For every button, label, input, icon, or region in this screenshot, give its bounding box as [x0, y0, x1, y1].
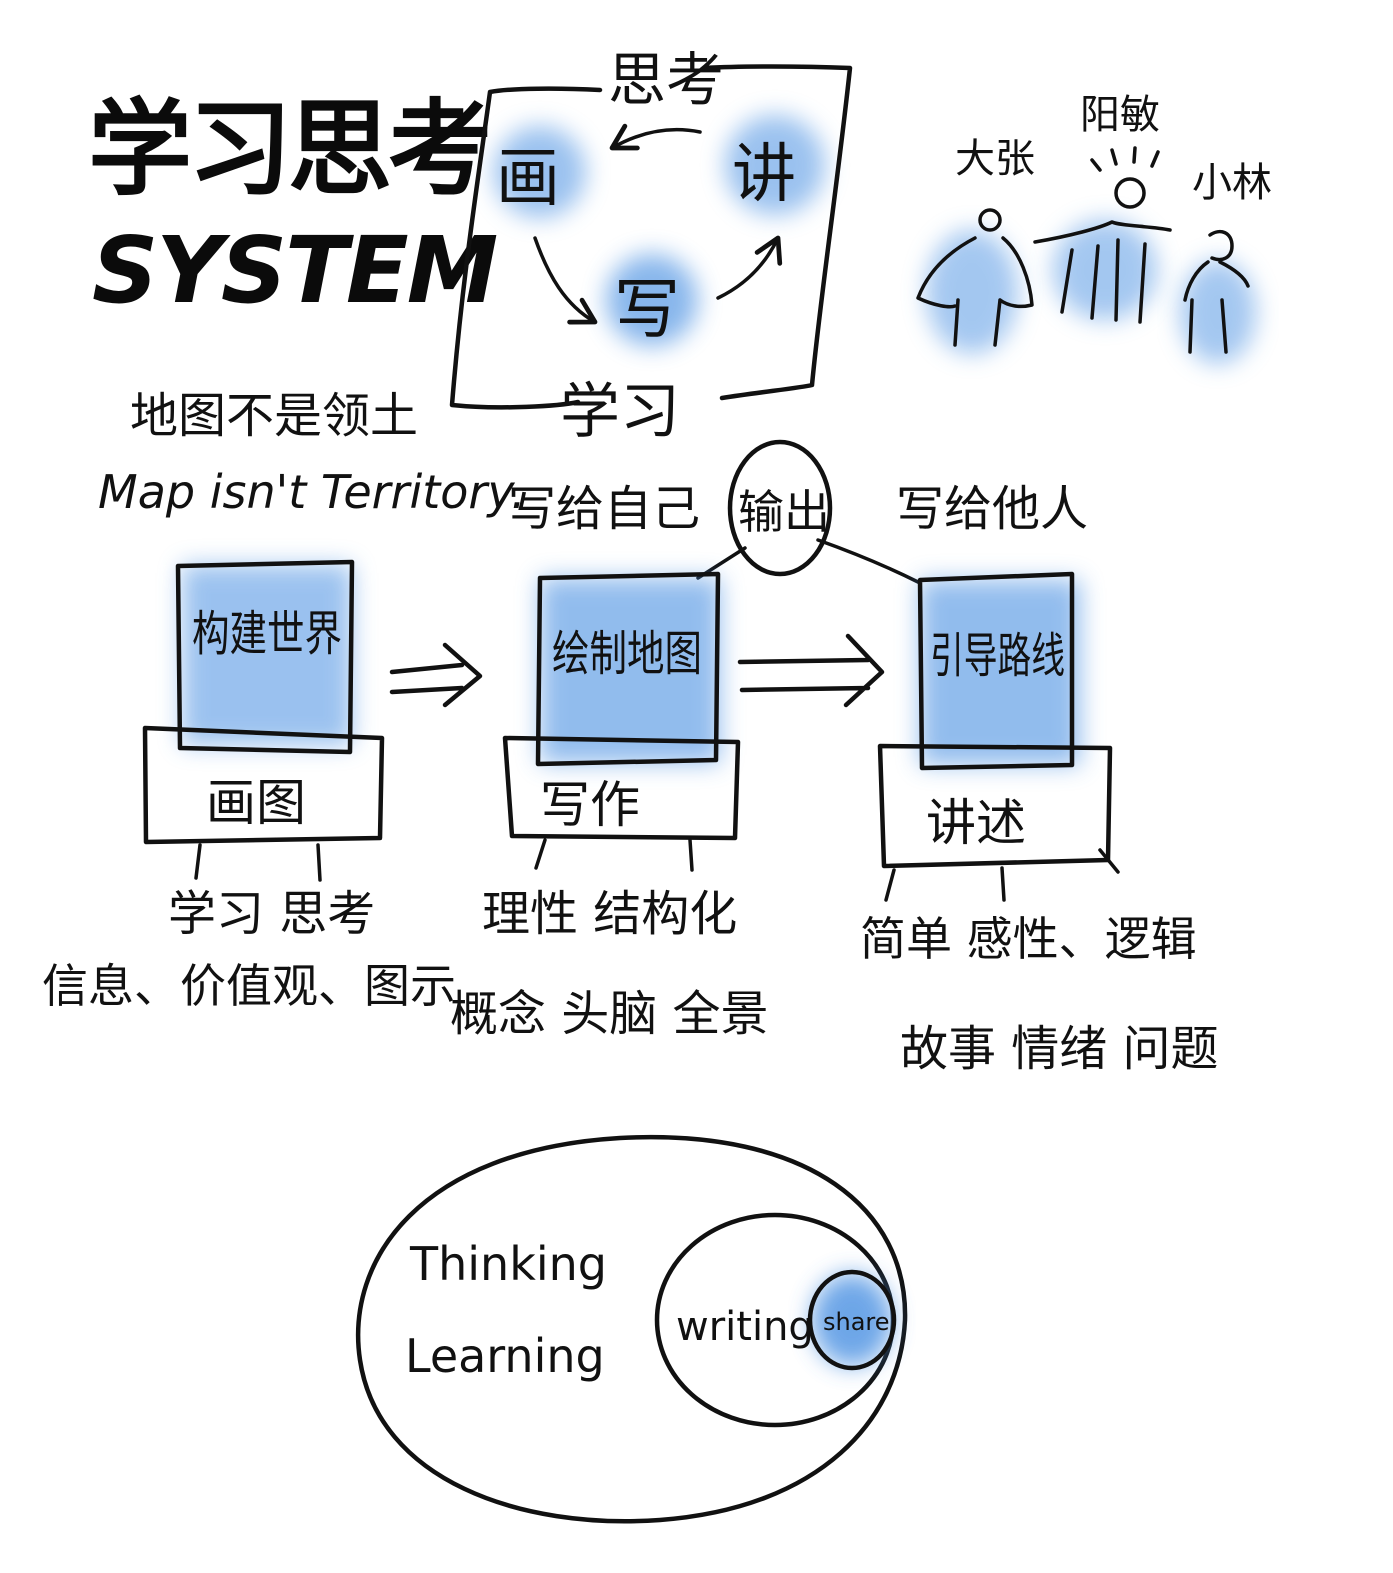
title-chinese: 学习思考 — [88, 88, 488, 210]
title-block: 学习思考 SYSTEM — [88, 88, 499, 324]
cycle-arrow-right — [716, 235, 783, 300]
person-left-icon — [916, 208, 1034, 347]
step-2-top-line1: 绘制地图 — [552, 626, 702, 682]
step-1-below-1: 学习 思考 — [168, 886, 375, 942]
step-2: 绘制地图 写作 理性 结构化 概念 头脑 全景 — [450, 571, 769, 1042]
title-english: SYSTEM — [92, 217, 497, 324]
cycle-arrow-left — [533, 236, 598, 325]
cycle-bottom-node: 写 — [614, 271, 680, 348]
cycle-arrow-top — [609, 123, 702, 151]
bridge-center-label: 输出 — [738, 485, 830, 539]
step-2-base-label: 写作 — [540, 776, 640, 834]
figure-middle-name: 阳敏 — [1080, 92, 1160, 138]
bridge-left-label: 写给自己 — [508, 481, 700, 537]
map-note-english: Map isn't Territory. — [98, 465, 526, 519]
inner-label: share — [823, 1308, 890, 1336]
cycle-frame — [449, 64, 853, 410]
step-3-base-label: 讲述 — [926, 794, 1026, 852]
outer-label-line1: Thinking — [409, 1237, 607, 1291]
step-1-below-2: 信息、价值观、图示 — [42, 959, 456, 1013]
cycle-bottom-label: 学习 — [560, 377, 680, 447]
step-arrow-2 — [737, 633, 885, 708]
map-note: 地图不是领土 Map isn't Territory. — [98, 388, 526, 519]
step-3-top-box — [917, 571, 1075, 771]
step-3-below-1: 简单 感性、逻辑 — [860, 912, 1197, 966]
outer-label-line2: Learning — [405, 1329, 605, 1383]
nested-circles: Thinking Learning writing share — [355, 1134, 908, 1524]
cycle-top-label: 思考 — [608, 46, 724, 114]
bridge-right-label: 写给他人 — [896, 481, 1088, 537]
learning-cycle: 思考 画 讲 写 学习 — [449, 46, 853, 447]
step-arrow-1 — [389, 642, 483, 708]
step-1-base-label: 画图 — [206, 774, 306, 832]
map-note-chinese: 地图不是领土 — [130, 388, 418, 444]
middle-label: writing — [676, 1304, 814, 1350]
step-2-base-box — [502, 735, 741, 841]
step-1: 构建世界 画图 学习 思考 信息、价值观、图示 — [42, 559, 456, 1013]
step-3: 引导路线 讲述 简单 感性、逻辑 故事 情绪 问题 — [860, 571, 1219, 1077]
person-middle-icon — [1033, 146, 1172, 324]
step-2-below-2: 概念 头脑 全景 — [450, 986, 769, 1042]
inner-circle — [807, 1269, 897, 1371]
cycle-right-label: 讲 — [732, 138, 796, 212]
step-1-top-box — [175, 559, 355, 755]
bridge-center-bubble — [727, 439, 833, 577]
figure-right-name: 小林 — [1192, 160, 1272, 206]
cycle-left-label: 画 — [496, 142, 560, 216]
step-3-top-line1: 引导路线 — [930, 628, 1065, 684]
person-right-icon — [1183, 229, 1250, 354]
figures-group: 大张 阳敏 小林 — [916, 92, 1272, 364]
step-2-top-box — [535, 571, 721, 767]
figure-left-name: 大张 — [955, 136, 1035, 182]
step-3-below-2: 故事 情绪 问题 — [900, 1021, 1219, 1077]
step-1-base-box — [142, 725, 385, 845]
outer-circle — [355, 1134, 908, 1524]
output-bridge: 写给自己 输出 写给他人 — [508, 439, 1088, 584]
step-2-below-1: 理性 结构化 — [482, 886, 737, 942]
step-1-top-line1: 构建世界 — [192, 606, 342, 662]
bridge-line-right — [816, 538, 920, 584]
